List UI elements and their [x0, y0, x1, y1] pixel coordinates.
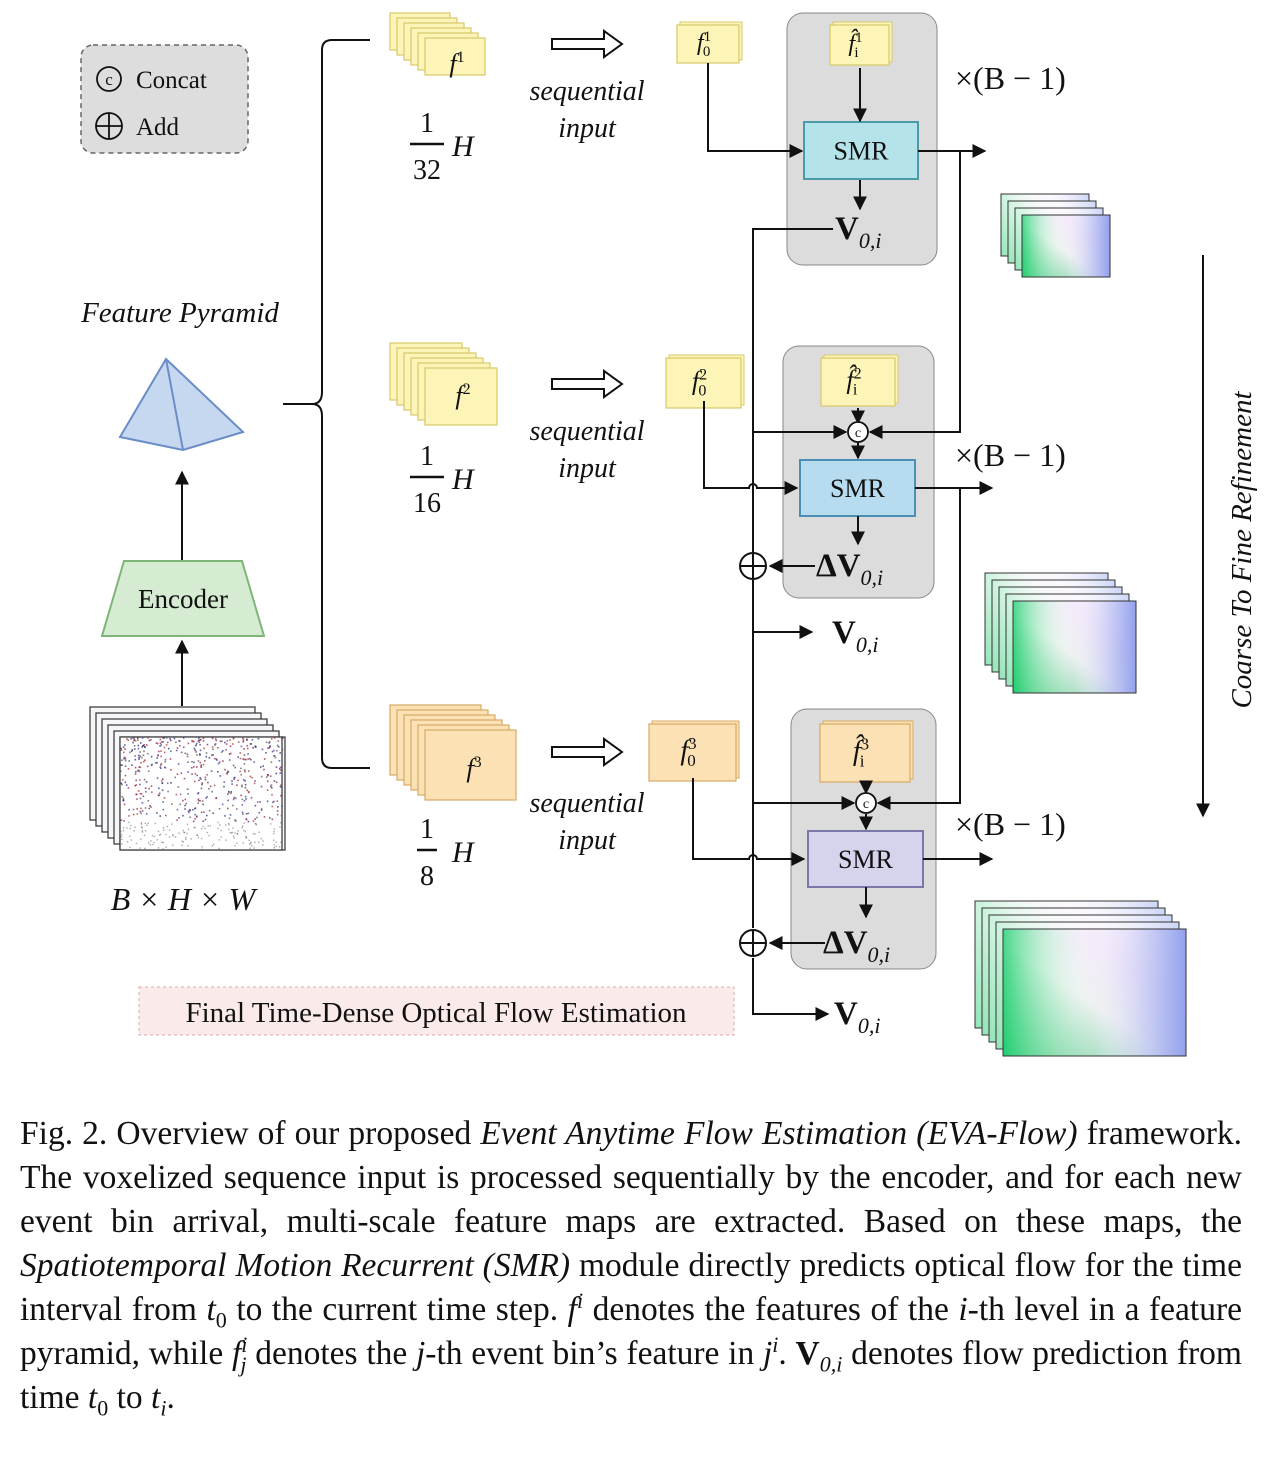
flow-output-label-level-2: V0,i — [832, 615, 878, 657]
svg-text:sequential: sequential — [529, 788, 644, 819]
svg-text:1: 1 — [420, 814, 434, 845]
smr-block-level-2: SMR — [799, 459, 916, 517]
flow-image-stack-level-2 — [984, 572, 1137, 694]
final-estimation-box — [138, 986, 735, 1036]
repeat-label-level-3: ×(B − 1) — [955, 806, 1066, 842]
legend-add-label: Add — [136, 114, 180, 141]
encoder-block — [100, 560, 266, 637]
feature-label-level-2: f2 — [455, 381, 470, 410]
add-node-level-2 — [739, 552, 767, 580]
figure-caption: Fig. 2. Overview of our proposed Event A… — [20, 1115, 1242, 1421]
event-input-stack — [89, 706, 286, 852]
svg-text:input: input — [558, 453, 617, 484]
feature-label-level-3: f3 — [466, 754, 481, 783]
concat-icon — [96, 66, 122, 92]
coarse-to-fine-label: Coarse To Fine Refinement — [1226, 391, 1258, 709]
scale-fraction-level-1: 1 32 H — [410, 108, 476, 186]
encoder-label: Encoder — [138, 584, 228, 614]
feature-stack-level-1: f1 — [389, 12, 486, 78]
legend-box: c Concat Add — [80, 44, 249, 154]
svg-text:input: input — [558, 825, 617, 856]
repeat-label-level-2: ×(B − 1) — [955, 437, 1066, 473]
svg-text:SMR: SMR — [838, 845, 894, 874]
concat-node-level-3: c — [855, 792, 877, 814]
delta-flow-label-level-2: ΔV0,i — [816, 548, 883, 590]
svg-text:16: 16 — [413, 488, 441, 519]
scale-fraction-level-2: 1 16 H — [410, 441, 476, 519]
legend-concat-label: Concat — [136, 67, 207, 94]
feature-pyramid-label: Feature Pyramid — [80, 297, 279, 329]
svg-text:sequential: sequential — [529, 76, 644, 107]
svg-text:c: c — [855, 426, 861, 441]
sequential-input-level-1: sequential input — [529, 29, 645, 144]
flow-image-stack-level-1 — [1000, 193, 1111, 278]
pyramid-icon — [118, 357, 245, 452]
svg-text:H: H — [451, 463, 476, 496]
concat-node-level-2: c — [847, 421, 869, 443]
feature-label-level-1: f1 — [449, 49, 464, 78]
flow-output-label-level-1: V0,i — [835, 211, 881, 253]
repeat-label-level-1: ×(B − 1) — [955, 60, 1066, 96]
concat-symbol: c — [105, 70, 113, 89]
svg-text:input: input — [558, 113, 617, 144]
svg-text:8: 8 — [420, 861, 434, 892]
final-estimation-label: Final Time-Dense Optical Flow Estimation — [185, 997, 687, 1029]
svg-text:H: H — [451, 836, 476, 869]
sequential-input-level-2: sequential input — [529, 369, 645, 484]
flow-output-label-level-3: V0,i — [834, 996, 880, 1038]
svg-text:SMR: SMR — [830, 474, 886, 503]
svg-text:1: 1 — [420, 441, 434, 472]
feature-stack-level-3: f3 — [389, 704, 517, 801]
svg-text:H: H — [451, 130, 476, 163]
svg-text:sequential: sequential — [529, 416, 644, 447]
architecture-diagram: c Concat Add Feature Pyramid Encoder B ×… — [80, 12, 1258, 1057]
svg-text:32: 32 — [413, 155, 441, 186]
flow-image-stack-level-3 — [974, 900, 1187, 1057]
feature-brace — [283, 39, 370, 769]
svg-text:1: 1 — [420, 108, 434, 139]
scale-fraction-level-3: 1 8H — [417, 814, 476, 892]
add-node-level-3 — [739, 929, 767, 957]
smr-block-level-3: SMR — [807, 830, 924, 888]
svg-text:c: c — [863, 797, 869, 812]
svg-text:SMR: SMR — [834, 137, 890, 166]
input-dims-label: B × H × W — [111, 881, 259, 917]
add-icon — [95, 112, 123, 140]
feature-stack-level-2: f2 — [389, 342, 498, 426]
flow-connections — [692, 63, 994, 1021]
smr-block-level-1: SMR — [803, 121, 919, 180]
delta-flow-label-level-3: ΔV0,i — [823, 925, 890, 967]
sequential-input-level-3: sequential input — [529, 737, 645, 856]
